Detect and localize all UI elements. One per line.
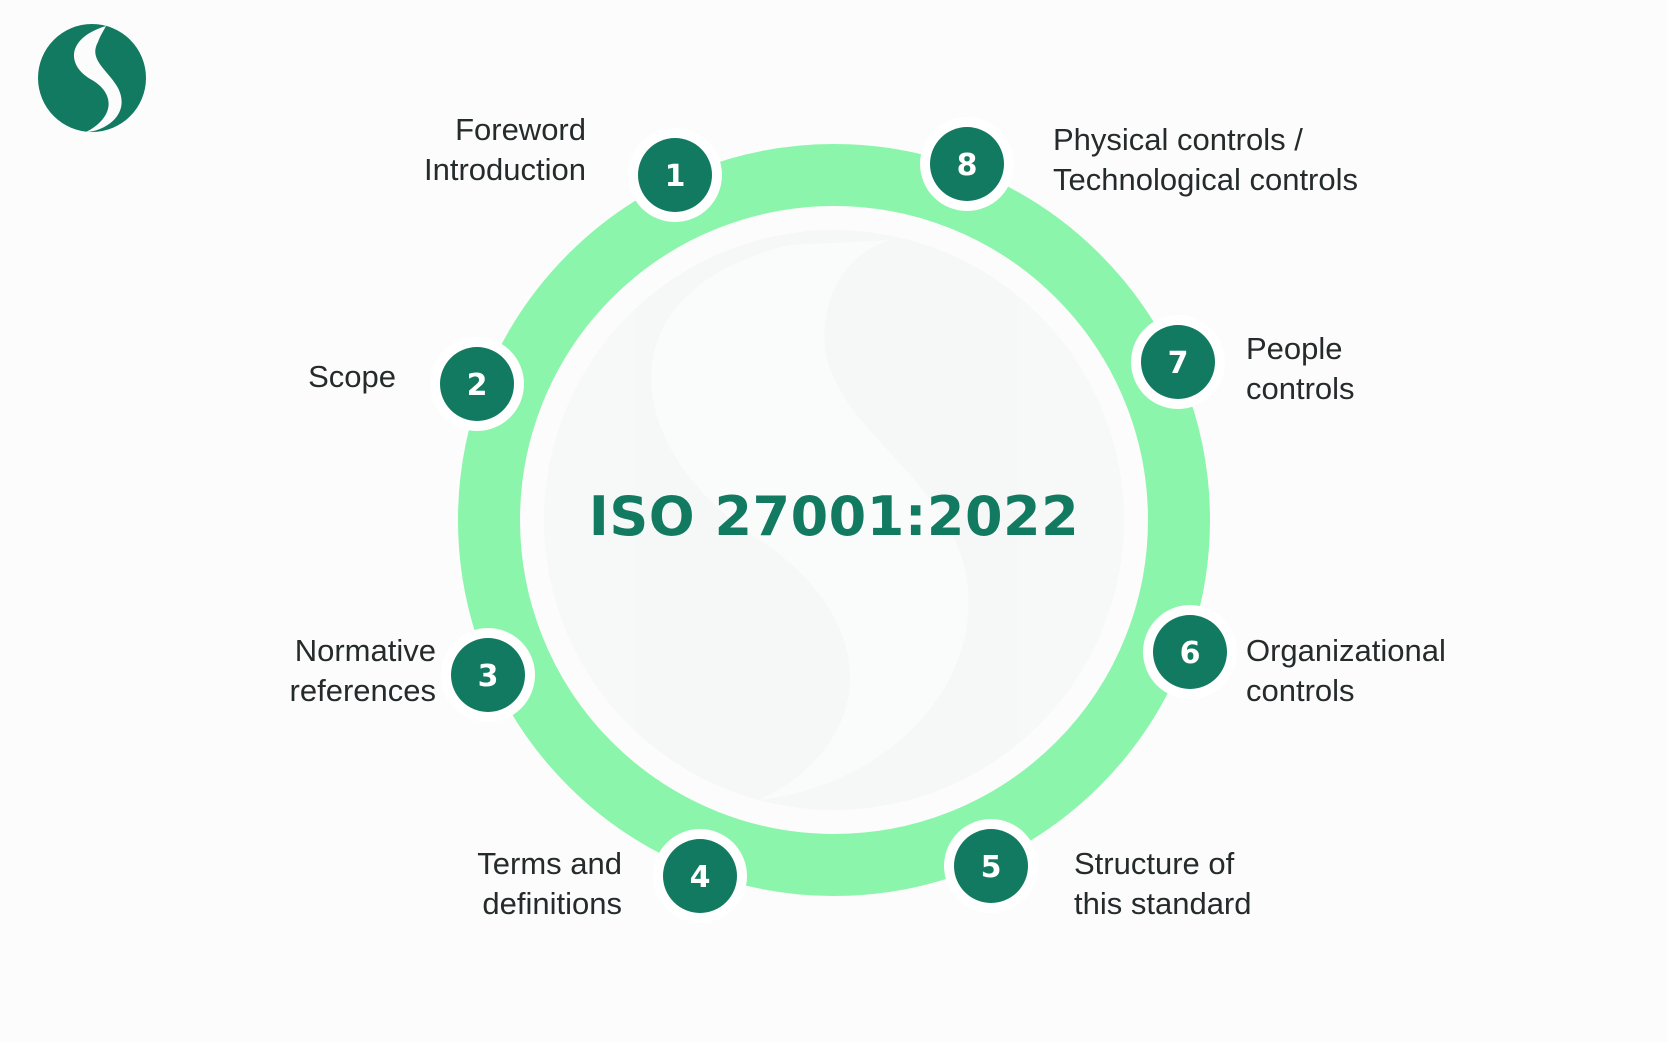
label-line: controls [1246, 673, 1355, 708]
label-line: Structure of [1074, 846, 1235, 881]
node-number: 7 [1168, 346, 1189, 381]
label-item-6: Organizational controls [1246, 631, 1446, 711]
label-line: controls [1246, 371, 1355, 406]
label-item-3: Normative references [290, 631, 436, 711]
label-item-8: Physical controls / Technological contro… [1053, 120, 1358, 200]
watermark-icon [544, 230, 1124, 810]
node-2: 2 [430, 337, 524, 431]
node-number: 6 [1180, 636, 1201, 671]
label-line: definitions [482, 886, 622, 921]
node-7: 7 [1131, 315, 1225, 409]
node-5: 5 [944, 819, 1038, 913]
label-item-2: Scope [308, 357, 396, 397]
node-circle [1141, 325, 1215, 399]
node-3: 3 [441, 628, 535, 722]
label-line: Organizational [1246, 633, 1446, 668]
label-line: Terms and [477, 846, 622, 881]
label-line: Scope [308, 359, 396, 394]
label-item-4: Terms and definitions [477, 844, 622, 924]
ring-band [458, 144, 1210, 896]
node-1: 1 [628, 128, 722, 222]
center-title: ISO 27001:2022 [588, 485, 1080, 548]
label-line: this standard [1074, 886, 1252, 921]
label-item-7: People controls [1246, 329, 1355, 409]
label-line: Normative [294, 633, 436, 668]
node-circle [663, 839, 737, 913]
node-8: 8 [920, 117, 1014, 211]
node-number: 5 [981, 850, 1002, 885]
node-number: 2 [467, 368, 488, 403]
node-circle [440, 347, 514, 421]
s-monogram-icon [38, 24, 146, 132]
node-number: 3 [478, 659, 499, 694]
label-item-1: Foreword Introduction [424, 110, 586, 190]
node-number: 4 [690, 860, 711, 895]
node-number: 1 [665, 159, 686, 194]
node-number: 8 [957, 148, 978, 183]
label-line: Foreword [455, 112, 586, 147]
node-circle [930, 127, 1004, 201]
label-line: references [289, 673, 436, 708]
node-circle [1153, 615, 1227, 689]
label-item-5: Structure of this standard [1074, 844, 1252, 924]
node-circle [451, 638, 525, 712]
label-line: Technological controls [1053, 162, 1359, 197]
label-line: People [1246, 331, 1343, 366]
node-4: 4 [653, 829, 747, 923]
node-circle [638, 138, 712, 212]
label-line: Introduction [424, 152, 586, 187]
nodes-layer: 1 2 3 4 5 6 7 8 [430, 117, 1237, 923]
label-line: Physical controls / [1053, 122, 1303, 157]
node-6: 6 [1143, 605, 1237, 699]
node-circle [954, 829, 1028, 903]
